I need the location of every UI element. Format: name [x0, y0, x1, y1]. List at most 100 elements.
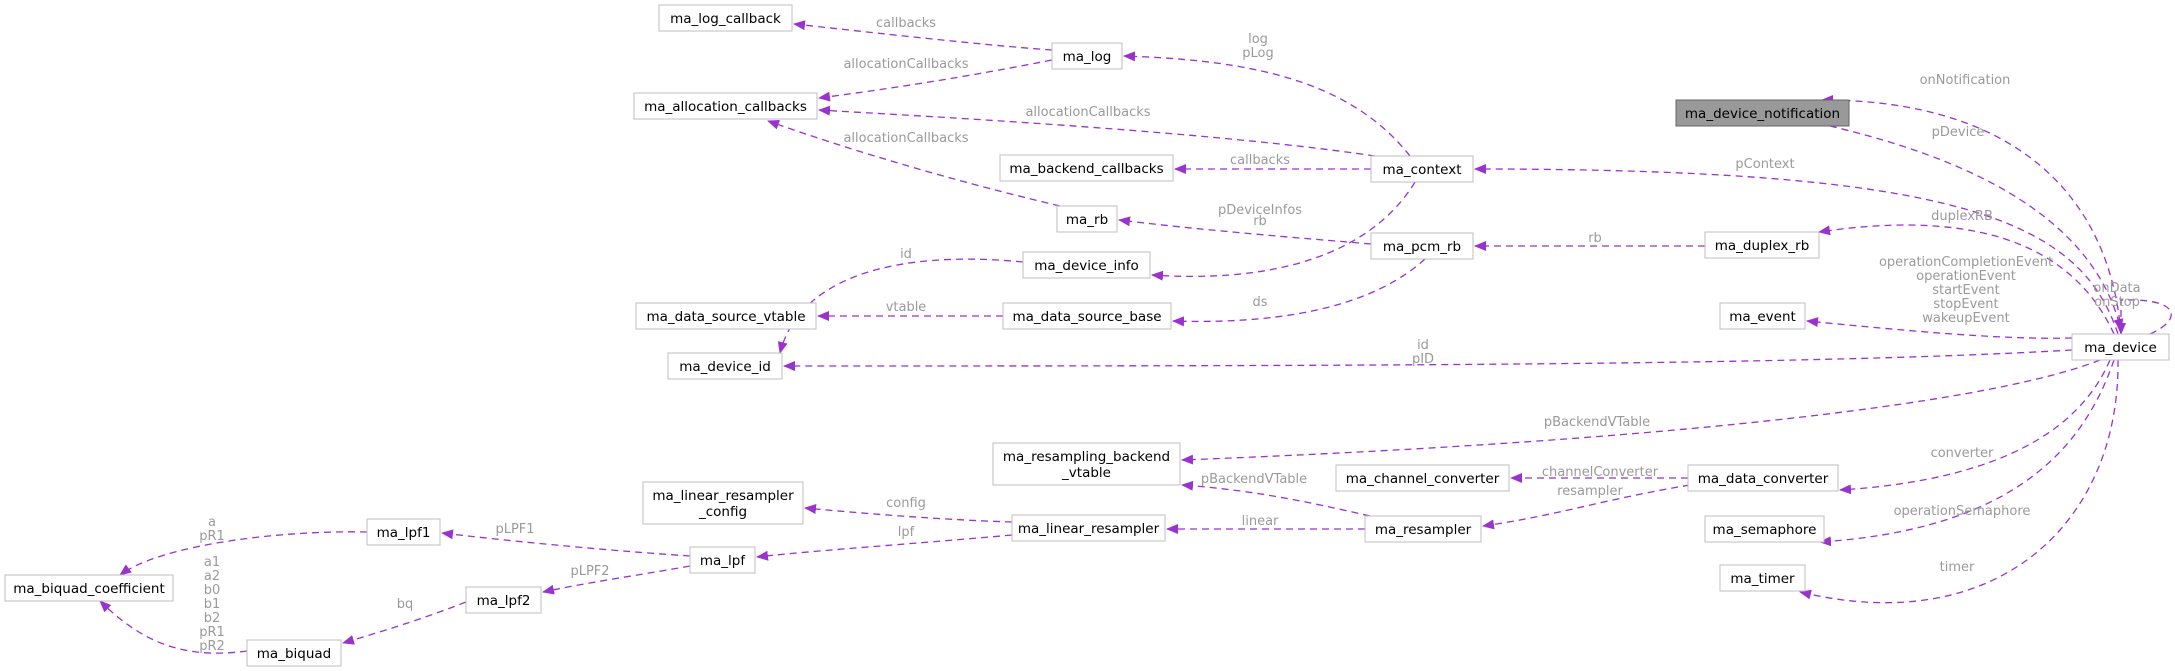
node-ma-data-source-vtable[interactable]: ma_data_source_vtable	[635, 302, 817, 330]
edge-ma-device-to-ma-semaphore	[1819, 359, 2115, 547]
edge-line	[1799, 359, 2119, 604]
node-label: ma_device_notification	[1685, 106, 1840, 122]
node-label: ma_resampling_backend	[1003, 449, 1170, 465]
node-box	[1719, 302, 1806, 330]
node-label: ma_log_callback	[670, 11, 781, 27]
node-ma-device-notification[interactable]: ma_device_notification	[1675, 99, 1850, 127]
node-label: ma_log	[1063, 49, 1112, 65]
node-ma-device[interactable]: ma_device	[2071, 333, 2170, 361]
edge-label: allocationCallbacks	[843, 131, 968, 146]
edge-label: lpf	[898, 525, 915, 540]
node-box	[1002, 302, 1172, 330]
edge-ma-data-converter-to-ma-resampler	[1482, 484, 1691, 530]
node-box	[1370, 155, 1474, 183]
edge-ma-lpf1-to-ma-biquad-coefficient	[119, 531, 368, 576]
edge-label: pLog	[1242, 46, 1273, 61]
edge-ma-device-to-ma-duplex-rb	[1818, 224, 2115, 335]
edge-label: bq	[397, 597, 414, 612]
node-ma-resampler[interactable]: ma_resampler	[1364, 515, 1482, 543]
node-ma-biquad[interactable]: ma_biquad	[246, 639, 342, 667]
node-box	[1335, 464, 1510, 492]
edge-line	[1829, 125, 2124, 331]
node-ma-backend-callbacks[interactable]: ma_backend_callbacks	[999, 154, 1174, 182]
edge-line	[783, 349, 2073, 371]
node-ma-linear-resampler-config[interactable]: ma_linear_resampler_config	[642, 481, 804, 525]
node-box	[1364, 515, 1482, 543]
node-box	[1051, 42, 1123, 70]
node-ma-allocation-callbacks[interactable]: ma_allocation_callbacks	[633, 92, 818, 120]
node-ma-semaphore[interactable]: ma_semaphore	[1704, 515, 1825, 543]
node-box	[246, 639, 342, 667]
node-label: ma_linear_resampler	[652, 488, 794, 504]
edge-line	[1181, 359, 2101, 465]
node-ma-event[interactable]: ma_event	[1719, 302, 1806, 330]
edge-line	[1821, 95, 2122, 335]
node-ma-channel-converter[interactable]: ma_channel_converter	[1335, 464, 1510, 492]
node-label: ma_event	[1729, 309, 1796, 325]
edge-label: pDevice	[1932, 125, 1985, 140]
node-ma-resampling-backend-vtable[interactable]: ma_resampling_backend_vtable	[992, 442, 1181, 486]
node-ma-linear-resampler[interactable]: ma_linear_resampler	[1011, 514, 1166, 542]
node-label: ma_timer	[1730, 571, 1795, 587]
edge-label: vtable	[886, 300, 927, 315]
edge-ma-device-to-ma-data-converter	[1839, 359, 2111, 495]
edge-label: converter	[1931, 446, 1994, 461]
edge-line	[756, 534, 1013, 561]
edge-ma-device-info-to-ma-device-id	[777, 258, 1024, 354]
edge-label: callbacks	[876, 16, 936, 31]
edge-label: pR2	[199, 639, 225, 654]
node-box	[999, 154, 1174, 182]
node-ma-rb[interactable]: ma_rb	[1056, 205, 1118, 233]
edge-label: operationEvent	[1916, 269, 2016, 284]
node-ma-duplex-rb[interactable]: ma_duplex_rb	[1704, 231, 1820, 259]
edge-ma-linear-resampler-to-ma-lpf	[756, 534, 1013, 561]
edge-line	[1474, 164, 2119, 335]
edge-label: a1	[204, 555, 220, 570]
node-ma-lpf1[interactable]: ma_lpf1	[366, 518, 441, 546]
edge-line	[1819, 359, 2115, 547]
edge-line	[542, 565, 691, 595]
edge-ma-rb-to-ma-allocation-callbacks	[767, 119, 1061, 207]
node-label: ma_data_source_vtable	[646, 309, 805, 325]
node-label: ma_pcm_rb	[1383, 239, 1461, 255]
edge-label: onStop	[2094, 295, 2140, 310]
edge-label: resampler	[1557, 484, 1623, 499]
edge-ma-context-to-ma-log	[1123, 51, 1411, 157]
node-ma-timer[interactable]: ma_timer	[1719, 564, 1806, 592]
edge-label: linear	[1242, 514, 1279, 529]
edge-label: pDeviceInfos	[1218, 203, 1302, 218]
node-ma-device-id[interactable]: ma_device_id	[667, 352, 783, 380]
node-box	[1704, 515, 1825, 543]
edge-label: startEvent	[1932, 283, 2000, 298]
node-label: ma_lpf1	[377, 525, 431, 541]
edge-line	[1839, 359, 2111, 495]
node-ma-lpf[interactable]: ma_lpf	[689, 546, 756, 574]
node-ma-biquad-coefficient[interactable]: ma_biquad_coefficient	[4, 574, 174, 602]
edge-label: id	[900, 247, 912, 262]
edge-label: rb	[1588, 231, 1602, 246]
node-ma-pcm-rb[interactable]: ma_pcm_rb	[1370, 232, 1474, 260]
edge-ma-lpf-to-ma-lpf1	[441, 529, 691, 557]
node-label: _vtable	[1061, 465, 1111, 481]
node-label: ma_biquad	[257, 646, 331, 662]
edge-label: a2	[204, 569, 220, 584]
edge-line	[2116, 299, 2172, 335]
node-ma-log-callback[interactable]: ma_log_callback	[658, 4, 793, 32]
node-ma-lpf2[interactable]: ma_lpf2	[465, 586, 542, 614]
node-label: ma_device_info	[1034, 258, 1139, 274]
node-label: ma_device	[2084, 340, 2157, 356]
edge-ma-biquad-to-ma-biquad-coefficient	[99, 600, 248, 654]
edge-label: ds	[1252, 295, 1267, 310]
edge-label: pLPF1	[495, 522, 534, 537]
node-ma-device-info[interactable]: ma_device_info	[1022, 251, 1151, 279]
node-ma-log[interactable]: ma_log	[1051, 42, 1123, 70]
node-ma-data-converter[interactable]: ma_data_converter	[1687, 464, 1839, 492]
edge-label: pBackendVTable	[1544, 415, 1650, 430]
node-ma-data-source-base[interactable]: ma_data_source_base	[1002, 302, 1172, 330]
node-ma-context[interactable]: ma_context	[1370, 155, 1474, 183]
edge-ma-device-to-ma-context	[1474, 164, 2119, 335]
node-box	[1687, 464, 1839, 492]
edge-label: allocationCallbacks	[843, 57, 968, 72]
edge-label: id	[1417, 338, 1429, 353]
edge-line	[777, 258, 1024, 354]
